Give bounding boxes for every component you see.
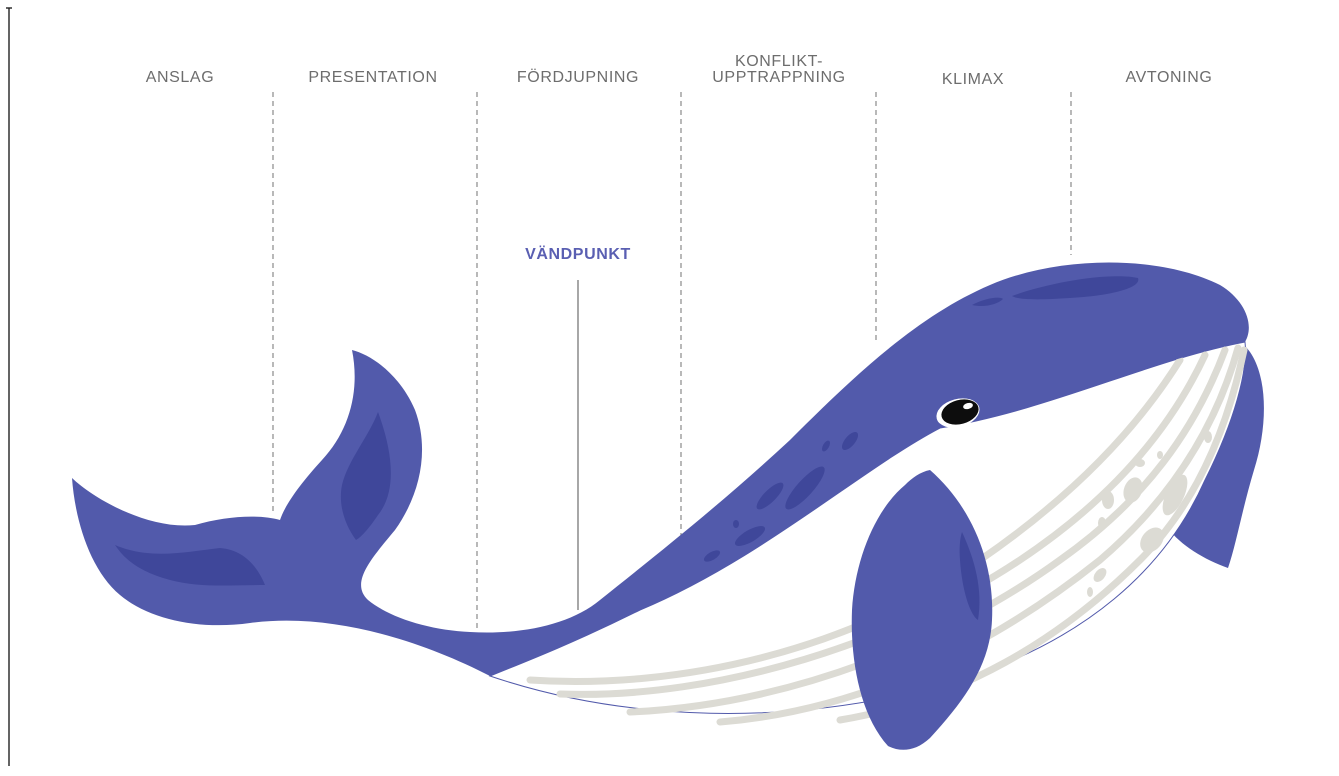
whale-fluke-shade-left — [115, 545, 265, 586]
whale-illustration — [72, 262, 1264, 750]
phase-label-6: AVTONING — [1126, 69, 1213, 86]
turning-point-label: VÄNDPUNKT — [525, 245, 631, 263]
phase-label-2: PRESENTATION — [308, 69, 437, 86]
phase-label-4-line2: UPPTRAPPNING — [712, 69, 845, 86]
whale-head-highlight — [1012, 276, 1139, 300]
phase-dividers — [272, 92, 1072, 628]
phase-labels: ANSLAG PRESENTATION FÖRDJUPNING KONFLIKT… — [146, 53, 1213, 88]
whale-flipper-shade — [959, 532, 980, 620]
whale-body — [72, 262, 1249, 676]
phase-label-1: ANSLAG — [146, 69, 215, 86]
phase-label-5: KLIMAX — [942, 71, 1004, 88]
whale-front-flipper — [851, 470, 993, 750]
phase-label-3: FÖRDJUPNING — [517, 68, 639, 86]
whale-fluke-shade-upper — [340, 412, 391, 540]
whale-head-spot — [972, 297, 1003, 307]
whale-belly-spots — [1087, 431, 1212, 597]
whale-body-spots — [703, 431, 859, 562]
whale-eye — [936, 398, 980, 428]
left-axis — [6, 7, 12, 766]
phase-label-4-line1: KONFLIKT- — [735, 53, 823, 70]
